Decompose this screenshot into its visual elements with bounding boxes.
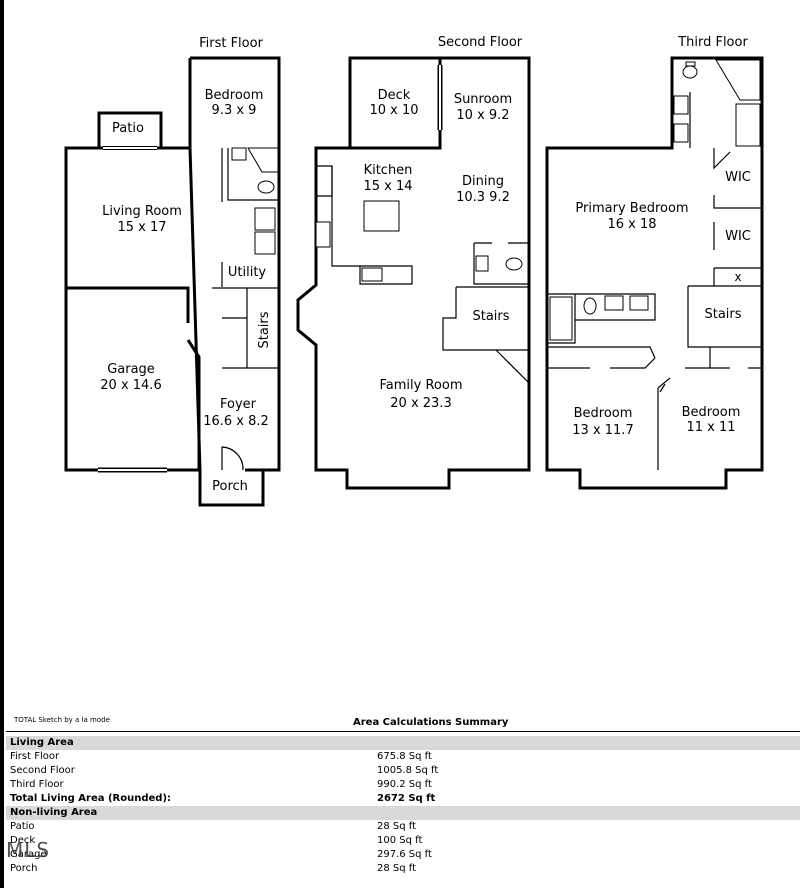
toilet-icon: [682, 65, 698, 79]
toilet-icon: [583, 297, 597, 315]
summary-row: First Floor 675.8 Sq ft: [10, 751, 432, 762]
room-dims: 16 x 18: [607, 217, 656, 232]
room-name: Porch: [212, 479, 248, 494]
room-name: WIC: [725, 229, 751, 244]
toilet-icon: [505, 257, 523, 271]
room-dims: 20 x 14.6: [100, 378, 161, 393]
floor-plan-diagram: First Floor Bedroom 9.3 x 9 Patio Living…: [64, 35, 764, 507]
stove-icon: [315, 221, 331, 248]
sink-icon: [231, 147, 247, 161]
room-dims: 10 x 10: [369, 103, 418, 118]
room-dims: 9.3 x 9: [212, 103, 257, 118]
second-floor-outline: [296, 56, 531, 490]
nonliving-area-header: Non-living Area: [6, 806, 800, 820]
room-dims: 15 x 17: [117, 220, 166, 235]
sink-icon: [673, 123, 689, 143]
garage-wall: [66, 286, 190, 323]
summary-row: Deck 100 Sq ft: [10, 835, 423, 846]
foyer-wall: [186, 339, 201, 470]
washer-icon: [254, 207, 276, 231]
room-name: Stairs: [257, 311, 272, 348]
wic-walls: [713, 148, 762, 286]
sink-icon: [629, 295, 649, 311]
room-name: Utility: [228, 265, 267, 280]
sink-icon: [475, 255, 489, 272]
stair-walls: [687, 285, 762, 368]
room-name: Stairs: [472, 309, 509, 324]
summary-row: Second Floor 1005.8 Sq ft: [10, 765, 439, 776]
summary-row: Patio 28 Sq ft: [10, 821, 417, 832]
room-dims: 20 x 23.3: [390, 396, 451, 411]
toilet-icon: [257, 180, 275, 194]
tub-icon: [549, 296, 573, 341]
third-floor-plan: Third Floor Primary Bedroom 16 x 18 WIC …: [545, 35, 764, 490]
room-name: Living Room: [102, 204, 182, 219]
second-floor-plan: Second Floor Deck 10 x 10 Sunroom 10 x 9…: [296, 35, 531, 490]
room-name: Dining: [462, 174, 504, 189]
mls-watermark: MLS: [6, 838, 51, 862]
sink-icon: [604, 295, 624, 311]
room-name: Patio: [112, 121, 144, 136]
hall-bath-walls: [547, 293, 656, 344]
first-floor-title: First Floor: [199, 36, 263, 51]
room-dims: 11 x 11: [686, 420, 735, 435]
room-name: Family Room: [380, 378, 463, 393]
bath-wall: [227, 148, 279, 201]
room-name: Sunroom: [454, 92, 512, 107]
room-dims: 10.3 9.2: [456, 190, 510, 205]
left-edge-rule: [0, 0, 4, 888]
third-floor-title: Third Floor: [677, 35, 748, 50]
room-dims: 16.6 x 8.2: [203, 414, 269, 429]
counter: [331, 166, 413, 285]
summary-divider: [6, 731, 800, 732]
room-name: Primary Bedroom: [575, 201, 688, 216]
room-name: Bedroom: [682, 405, 741, 420]
living-area-header: Living Area: [6, 736, 800, 750]
porch-outline: [198, 470, 265, 507]
room-dims: 13 x 11.7: [572, 423, 633, 438]
sketch-credit: TOTAL Sketch by a la mode: [14, 716, 110, 724]
room-name: Kitchen: [364, 163, 413, 178]
room-dims: 15 x 14: [363, 179, 412, 194]
second-floor-title: Second Floor: [438, 35, 523, 50]
counter: [316, 165, 333, 197]
kitchen-sink-icon: [361, 267, 383, 282]
summary-row: Porch 28 Sq ft: [10, 863, 417, 874]
patio-outline: [97, 111, 163, 148]
toilet-tank-icon: [685, 61, 696, 67]
room-dims: 10 x 9.2: [456, 108, 509, 123]
room-name: Bedroom: [205, 88, 264, 103]
room-name: WIC: [725, 170, 751, 185]
shower-icon: [735, 103, 761, 147]
half-bath-walls: [473, 242, 529, 285]
room-name: Foyer: [220, 397, 257, 412]
summary-title: Area Calculations Summary: [353, 717, 509, 728]
summary-row: Garage 297.6 Sq ft: [10, 849, 432, 860]
third-floor-outline: [545, 56, 764, 490]
interior-walls: [212, 148, 279, 369]
door-swing-icon: [221, 446, 244, 471]
room-name: Bedroom: [574, 406, 633, 421]
dryer-icon: [254, 231, 276, 255]
shower-icon: [247, 147, 279, 173]
kitchen-island: [363, 200, 400, 232]
room-name: Garage: [107, 362, 155, 377]
stair-walls: [442, 286, 529, 351]
room-name: Deck: [378, 88, 411, 103]
sink-icon: [673, 95, 689, 115]
bedroom-walls: [547, 346, 762, 470]
room-name: Stairs: [704, 307, 741, 322]
summary-row: Third Floor 990.2 Sq ft: [10, 779, 432, 790]
total-living-row: Total Living Area (Rounded): 2672 Sq ft: [10, 793, 436, 804]
first-floor-plan: First Floor Bedroom 9.3 x 9 Patio Living…: [64, 36, 281, 507]
room-name: x: [734, 270, 741, 284]
stair-rail: [495, 349, 530, 384]
tub-icon: [715, 59, 761, 101]
